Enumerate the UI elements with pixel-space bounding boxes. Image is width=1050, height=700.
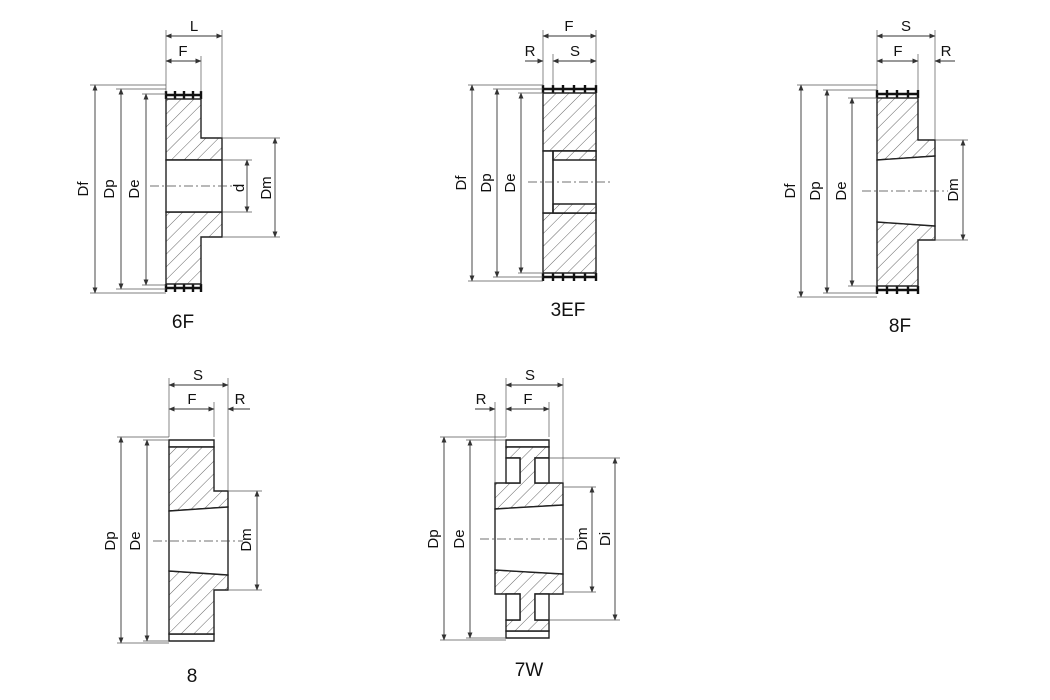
section-lower <box>876 221 936 287</box>
caption-8: 8 <box>187 666 198 687</box>
label-R: R <box>941 43 952 60</box>
figure-6F: L F Df Dp De d Dm 6F <box>75 18 280 333</box>
label-Dm: Dm <box>238 528 255 551</box>
tooth-rim-bottom <box>164 284 203 292</box>
label-L: L <box>190 18 198 35</box>
label-R: R <box>235 391 246 408</box>
tooth-rim-top <box>164 91 203 99</box>
web-upper <box>494 446 564 510</box>
rim-lower-right <box>534 593 550 621</box>
tooth-rim-top <box>541 85 598 93</box>
label-De: De <box>451 529 468 548</box>
tooth-band-top <box>505 439 550 448</box>
label-Df: Df <box>453 175 470 191</box>
figure-7W: S R F Dp De Dm Di 7W <box>425 367 620 681</box>
rim-upper <box>505 457 521 484</box>
tapered-bore <box>168 506 229 576</box>
label-Dp: Dp <box>425 529 442 548</box>
label-Dp: Dp <box>101 179 118 198</box>
label-F: F <box>178 43 187 60</box>
figure-3EF: F R S Df Dp De 3EF <box>453 18 610 321</box>
tooth-rim-bottom <box>875 286 920 294</box>
label-S: S <box>193 367 203 384</box>
label-Di: Di <box>597 532 614 546</box>
label-S: S <box>570 43 580 60</box>
label-Dp: Dp <box>478 173 495 192</box>
section-lower <box>542 212 597 274</box>
label-Df: Df <box>75 181 92 197</box>
label-Df: Df <box>782 183 799 199</box>
label-De: De <box>126 179 143 198</box>
tooth-band-bottom <box>168 633 215 642</box>
tooth-rim-top <box>875 90 920 98</box>
figure-8F: S F R Df Dp De Dm 8F <box>782 18 968 337</box>
figure-8: S F R Dp De Dm 8 <box>102 367 262 687</box>
caption-6F: 6F <box>172 312 194 333</box>
label-F: F <box>523 391 532 408</box>
section-upper <box>165 98 223 161</box>
section-upper <box>876 97 936 161</box>
label-Dm: Dm <box>258 176 275 199</box>
caption-7W: 7W <box>515 660 544 681</box>
section-lower <box>168 570 229 635</box>
label-Dm: Dm <box>574 527 591 550</box>
label-F: F <box>564 18 573 35</box>
label-S: S <box>525 367 535 384</box>
caption-3EF: 3EF <box>551 300 586 321</box>
tooth-rim-bottom <box>541 273 598 281</box>
taper-bush-top <box>552 150 597 161</box>
label-F: F <box>187 391 196 408</box>
tooth-band-top <box>168 439 215 448</box>
rim-lower <box>505 593 521 621</box>
label-R: R <box>525 43 536 60</box>
taper-bush-bottom <box>552 203 597 214</box>
label-Dm: Dm <box>945 178 962 201</box>
section-lower <box>165 211 223 285</box>
tooth-band-bottom <box>505 630 550 639</box>
label-De: De <box>833 181 850 200</box>
section-upper <box>168 446 229 512</box>
label-Dp: Dp <box>102 531 119 550</box>
section-upper <box>542 92 597 152</box>
tapered-bore <box>494 504 564 575</box>
label-d: d <box>231 184 248 192</box>
label-F: F <box>893 43 902 60</box>
rim-upper-right <box>534 457 550 484</box>
tapered-bore <box>876 155 936 227</box>
label-Dp: Dp <box>807 181 824 200</box>
label-S: S <box>901 18 911 35</box>
label-De: De <box>127 531 144 550</box>
label-De: De <box>502 173 519 192</box>
web-lower <box>494 569 564 632</box>
caption-8F: 8F <box>889 316 911 337</box>
label-R: R <box>476 391 487 408</box>
